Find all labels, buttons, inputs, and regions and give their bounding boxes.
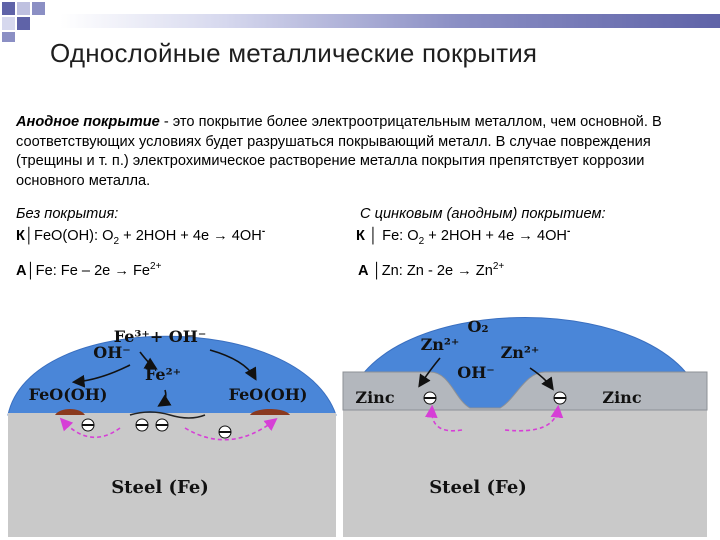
title-bar-decoration <box>60 14 720 28</box>
right-k-sup: - <box>566 226 571 237</box>
right-k-sub: 2 <box>418 235 425 247</box>
left-k-pre: FeO(OH): O <box>34 227 114 244</box>
left-ion-top: Fe³⁺+ OH⁻ <box>114 327 207 346</box>
left-anode-equation: А│Fe: Fe – 2e → Fe2+ <box>16 261 161 279</box>
left-k-sup: - <box>261 226 266 237</box>
left-arrow-2 <box>157 389 172 407</box>
right-zn-label-1: Zn²⁺ <box>421 335 460 354</box>
right-cathode-equation: К │ Fe: O2 + 2HOH + 4e → 4OH- <box>356 226 570 247</box>
definition-text: - это покрытие более электроотрицательны… <box>16 114 662 189</box>
left-arrow-4 <box>209 349 257 381</box>
right-anode-equation: А │Zn: Zn - 2e → Zn2+ <box>358 261 504 279</box>
right-a-sup: 2+ <box>492 261 505 272</box>
left-steel-base <box>8 413 336 537</box>
right-a-text: Zn: Zn - 2e → Zn <box>381 262 493 279</box>
left-deposit-label-1: FeO(OH) <box>29 385 108 404</box>
right-electron-path-1 <box>424 404 463 432</box>
right-electron-path-2 <box>504 404 564 432</box>
left-electron-signs <box>82 424 231 433</box>
left-ion-oh: OH⁻ <box>93 343 131 362</box>
right-k-label: К │ <box>356 227 379 244</box>
page-title: Однослойные металлические покрытия <box>50 38 538 68</box>
definition-term: Анодное покрытие <box>16 114 160 130</box>
left-pit-outline <box>129 411 206 419</box>
left-diagram: Fe³⁺+ OH⁻ OH⁻ Fe²⁺ FeO(OH) FeO(OH) Steel… <box>7 327 337 537</box>
right-substrate-label: Steel (Fe) <box>429 477 527 498</box>
left-heading: Без покрытия: <box>16 206 119 222</box>
corrosion-diagrams: Fe³⁺+ OH⁻ OH⁻ Fe²⁺ FeO(OH) FeO(OH) Steel… <box>7 317 708 537</box>
left-electrolyte-drop <box>7 335 337 416</box>
corner-decoration <box>2 2 45 42</box>
left-k-post: + 2HOH + 4e → 4OH <box>119 227 262 244</box>
left-substrate-label: Steel (Fe) <box>111 477 209 498</box>
left-a-text: Fe: Fe – 2e → Fe <box>35 262 151 279</box>
left-electron-path-2 <box>184 418 278 441</box>
definition-paragraph: Анодное покрытие - это покрытие более эл… <box>16 113 716 191</box>
right-diagram: O₂ Zn²⁺ Zn²⁺ OH⁻ Zinc Zinc Steel (Fe) <box>342 317 708 537</box>
left-arrow-3 <box>71 364 131 388</box>
left-cathode-equation: К│FeO(OH): O2 + 2HOH + 4e → 4OH- <box>16 226 265 247</box>
left-arrow-1 <box>139 351 158 370</box>
right-zinc-label-1: Zinc <box>355 388 394 407</box>
left-deposit-label-2: FeO(OH) <box>229 385 308 404</box>
right-arrow-2 <box>529 367 554 391</box>
right-a-label: А │ <box>358 262 382 279</box>
right-arrow-1 <box>418 357 441 388</box>
left-a-sup: 2+ <box>150 261 162 272</box>
left-a-label: А│ <box>16 262 36 279</box>
right-heading: С цинковым (анодным) покрытием: <box>360 206 606 222</box>
right-oh-label: OH⁻ <box>457 363 495 382</box>
right-k-pre: Fe: O <box>378 227 419 244</box>
left-k-label: К│ <box>16 227 35 244</box>
right-zinc-label-2: Zinc <box>602 388 641 407</box>
right-o2-label: O₂ <box>468 317 489 336</box>
left-rust-deposit-1 <box>55 409 85 415</box>
left-electron-path-1 <box>59 417 121 439</box>
left-rust-deposit-2 <box>250 409 290 415</box>
right-k-post: + 2HOH + 4e → 4OH <box>424 227 567 244</box>
right-zn-label-2: Zn²⁺ <box>501 343 540 362</box>
right-steel-base <box>343 410 707 537</box>
left-ion-fe2: Fe²⁺ <box>145 365 181 384</box>
left-k-sub: 2 <box>113 235 120 247</box>
